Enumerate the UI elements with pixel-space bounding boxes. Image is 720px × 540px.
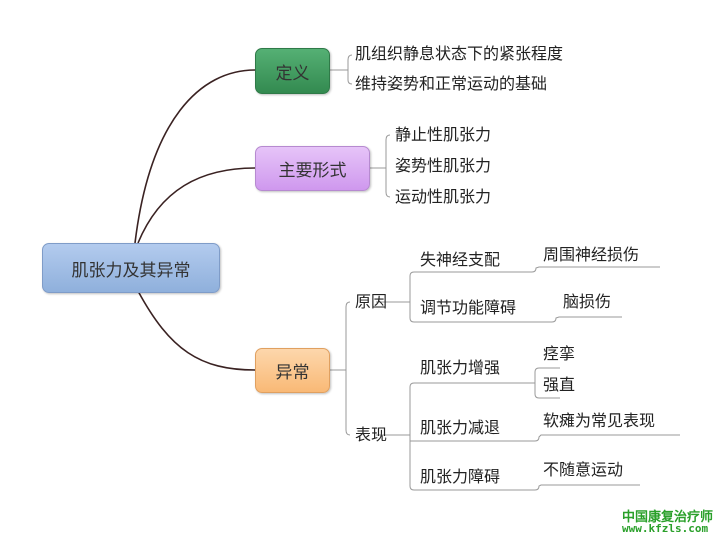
bracket-cause: [376, 266, 660, 323]
root-node[interactable]: 肌张力及其异常: [42, 243, 220, 293]
bracket-definition: [328, 54, 353, 85]
root-label: 肌张力及其异常: [71, 260, 191, 281]
connector-definition: [134, 69, 256, 244]
connector-abnormal: [137, 290, 256, 371]
manifestation-item: 肌张力减退: [420, 418, 501, 437]
cause-detail: 脑损伤: [563, 292, 612, 311]
definition-item: 肌组织静息状态下的紧张程度: [355, 44, 564, 63]
abnormal-label: 异常: [275, 363, 310, 383]
forms-label: 主要形式: [278, 161, 347, 181]
cause-item: 调节功能障碍: [420, 298, 517, 317]
manifestation-detail: 强直: [543, 375, 576, 394]
forms-node[interactable]: 主要形式: [255, 146, 370, 191]
forms-item: 运动性肌张力: [395, 187, 492, 206]
cause-label: 原因: [355, 292, 388, 311]
bracket-abnormal: [328, 301, 351, 436]
abnormal-node[interactable]: 异常: [255, 348, 330, 393]
definition-item: 维持姿势和正常运动的基础: [355, 74, 548, 93]
bracket-forms: [368, 134, 391, 198]
manifestation-item: 肌张力增强: [420, 358, 501, 377]
manifestation-item: 肌张力障碍: [420, 467, 501, 486]
manifestation-detail: 软瘫为常见表现: [543, 411, 656, 430]
cause-item: 失神经支配: [420, 250, 501, 269]
manifestation-detail: 痉挛: [543, 344, 576, 363]
watermark-url: www.kfzls.com: [622, 522, 709, 535]
definition-label: 定义: [275, 63, 310, 84]
bracket-manifestation: [376, 367, 680, 491]
forms-item: 姿势性肌张力: [395, 156, 492, 175]
manifestation-label: 表现: [355, 425, 388, 444]
manifestation-detail: 不随意运动: [543, 460, 624, 479]
forms-item: 静止性肌张力: [395, 125, 492, 144]
definition-node[interactable]: 定义: [255, 48, 330, 94]
cause-detail: 周围神经损伤: [543, 245, 640, 264]
watermark-name: 中国康复治疗师: [622, 510, 714, 525]
connector-forms: [137, 167, 256, 244]
